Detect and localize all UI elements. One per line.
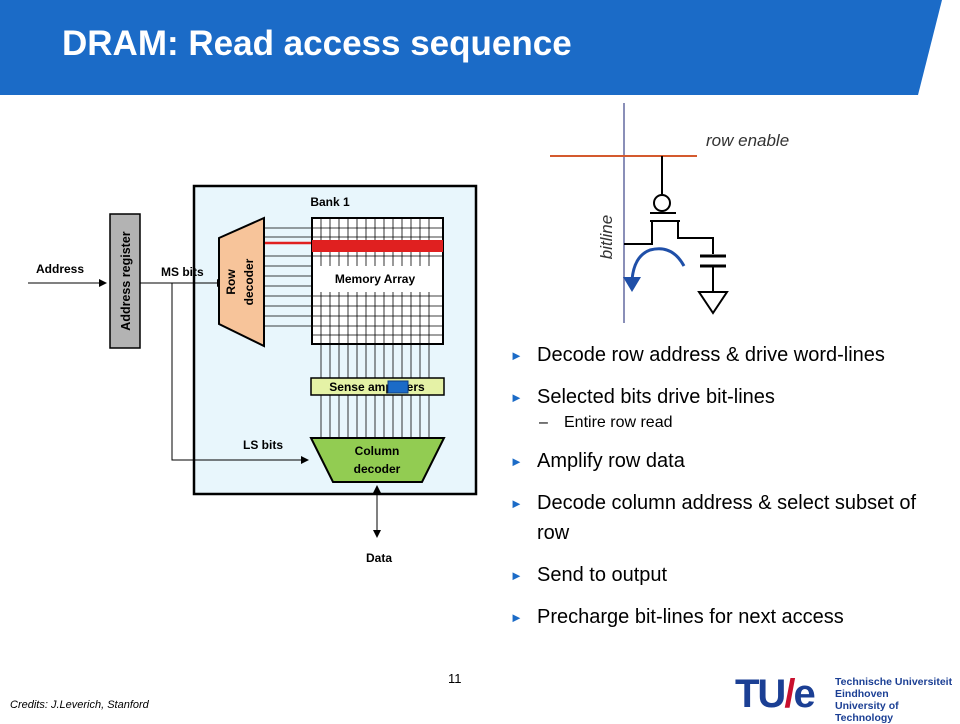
column-lines [320,395,430,438]
column-decoder-label-2: decoder [354,462,401,476]
dram-cell-schematic: row enable bitline [550,103,789,323]
bullet-text: Selected bits drive bit-lines [537,386,775,408]
bullet-item: ► Decode row address & drive word-lines [510,340,940,370]
ms-bits-label: MS bits [161,265,204,279]
bullet-text: Amplify row data [537,450,685,472]
bank-label: Bank 1 [310,195,350,209]
column-decoder [309,437,446,483]
sub-bullet-item: –Entire row read [537,412,940,434]
bullet-arrow-icon: ► [510,496,523,511]
dash-icon: – [539,414,548,431]
address-register [109,213,141,349]
bullet-text: Decode row address & drive word-lines [537,344,885,366]
tue-logo: TU/e Technische Universiteit Eindhoven U… [735,672,955,724]
bullet-item: ► Amplify row data [510,446,940,476]
bullet-item: ► Precharge bit-lines for next access [510,602,940,632]
sense-amplifiers [310,377,445,396]
address-label: Address [36,262,84,276]
charge-flow-arrow [628,245,688,281]
tue-logo-text: Technische Universiteit Eindhoven Univer… [835,676,953,724]
bullet-arrow-icon: ► [510,454,523,469]
slide-title: DRAM: Read access sequence [62,24,572,63]
selected-row-highlight [312,240,443,252]
word-lines [265,227,312,327]
bitline-label: bitline [597,215,616,259]
row-decoder [218,216,265,348]
column-decoder-label-1: Column [355,444,400,458]
sense-amp-marker [387,380,409,394]
bullet-item: ► Decode column address & select subset o… [510,488,940,548]
bullet-item: ► Send to output [510,560,940,590]
sub-bullet-text: Entire row read [564,414,673,431]
bullet-arrow-icon: ► [510,568,523,583]
row-enable-label: row enable [706,131,789,150]
header-banner [0,0,942,95]
data-label: Data [366,551,392,565]
bullet-item: ► Selected bits drive bit-lines –Entire r… [510,382,940,434]
page-number: 11 [448,671,462,686]
sense-amplifiers-label: Sense amplifiers [329,380,425,394]
bullet-text: Decode column address & select subset of… [537,492,917,544]
tue-logo-mark: TU/e [735,672,816,716]
row-decoder-label-1: Row [224,269,238,295]
memory-array-label: Memory Array [335,272,416,286]
ls-bits-label: LS bits [243,438,283,452]
bullet-arrow-icon: ► [510,390,523,405]
bullet-text: Send to output [537,564,668,586]
bullet-text: Precharge bit-lines for next access [537,606,844,628]
address-register-label: Address register [119,231,133,330]
credits: Credits: J.Leverich, Stanford [10,699,149,711]
bullet-arrow-icon: ► [510,348,523,363]
bit-lines [320,344,430,378]
bullet-arrow-icon: ► [510,610,523,625]
row-decoder-label-2: decoder [242,258,256,305]
bullet-list: ► Decode row address & drive word-lines ►… [510,340,940,644]
